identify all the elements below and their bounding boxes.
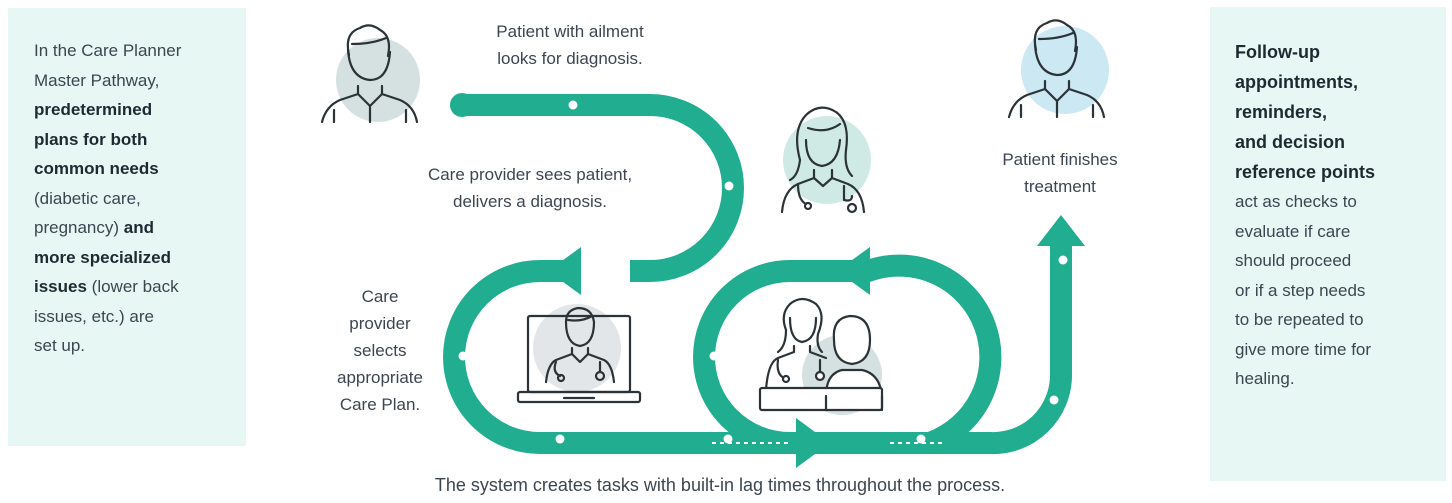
right-panel-line: should proceed: [1235, 251, 1352, 270]
caption-line: provider: [349, 314, 411, 333]
path-left-curve: [443, 260, 820, 454]
left-panel-line: Master Pathway,: [34, 66, 236, 96]
bold-text: and: [123, 218, 155, 237]
caption-line: Care provider sees patient,: [427, 165, 633, 184]
caption-provider-diagnosis: Care provider sees patient, delivers a d…: [380, 161, 680, 215]
caption-line: appropriate: [336, 368, 423, 387]
telehealth-laptop-icon: [516, 306, 642, 404]
right-panel-bold-line: Follow-up: [1235, 42, 1320, 62]
doctor-icon: [780, 106, 866, 214]
path-bottom-right: [820, 246, 1073, 455]
caption-system-tasks: The system creates tasks with built-in l…: [330, 472, 1110, 499]
left-panel-line: (diabetic care,: [34, 184, 236, 214]
body-text: pregnancy): [34, 218, 124, 237]
left-panel-line: common needs: [34, 154, 236, 184]
left-panel-line: issues (lower back: [34, 272, 236, 302]
arrow-left-1: [548, 247, 581, 295]
left-panel-line: pregnancy) and: [34, 213, 236, 243]
body-text: In the Care Planner: [34, 41, 182, 60]
arrow-up: [1037, 215, 1085, 246]
left-panel-line: In the Care Planner: [34, 36, 236, 66]
person-icon: [1007, 19, 1106, 119]
body-text: Master Pathway,: [34, 70, 160, 90]
person-icon: [320, 24, 419, 124]
body-text: issues, etc.) are: [34, 306, 154, 326]
right-panel-bold-line: reminders,: [1235, 102, 1328, 122]
path-dots: [458, 100, 1068, 444]
left-panel-line: plans for both: [34, 125, 236, 155]
caption-line: The system creates tasks with built-in l…: [434, 475, 1006, 495]
right-panel-line: or if a step needs: [1235, 280, 1366, 300]
caption-line: Patient finishes: [1002, 150, 1118, 169]
right-panel-line: healing.: [1235, 369, 1295, 388]
bold-text: issues: [34, 277, 87, 296]
arrow-right-bottom: [796, 418, 830, 468]
bold-text: predetermined: [34, 100, 153, 119]
path-start-node: [450, 93, 474, 117]
patient-start-circle: [336, 38, 420, 122]
bold-text: common needs: [34, 159, 159, 178]
left-panel-line: more specialized: [34, 243, 236, 273]
right-panel-line: give more time for: [1235, 339, 1372, 359]
right-panel-line: evaluate if care: [1235, 221, 1351, 241]
right-panel-bold-line: appointments,: [1235, 72, 1359, 92]
bold-text: plans for both: [34, 129, 148, 149]
bold-text: more specialized: [34, 247, 172, 267]
caption-patient-finish: Patient finishes treatment: [960, 146, 1160, 200]
caption-line: treatment: [1024, 177, 1096, 196]
right-panel-line: act as checks to: [1235, 192, 1357, 211]
body-text: set up.: [34, 336, 86, 355]
right-panel-bold-line: reference points: [1235, 162, 1376, 182]
body-text: (diabetic care,: [34, 188, 141, 208]
left-panel-line: issues, etc.) are: [34, 302, 236, 332]
caption-line: delivers a diagnosis.: [452, 192, 608, 211]
caption-patient-start: Patient with ailment looks for diagnosis…: [420, 18, 720, 72]
arrow-left-2: [837, 247, 870, 295]
caption-line: Patient with ailment: [496, 22, 644, 41]
patient-finish-circle: [1021, 26, 1109, 114]
left-panel-line: set up.: [34, 331, 236, 361]
path-top-curve: [462, 94, 744, 282]
right-info-panel: Follow-up appointments, reminders, and deci…: [1210, 7, 1446, 481]
caption-line: selects: [353, 341, 407, 360]
caption-care-plan: Care provider selects appropriate Care P…: [305, 283, 455, 418]
right-panel-bold-line: and decision: [1235, 132, 1346, 152]
caption-line: Care: [361, 287, 399, 306]
right-panel-line: to be repeated to: [1235, 310, 1364, 329]
doctor-patient-visit-icon: [758, 297, 884, 412]
caption-line: looks for diagnosis.: [497, 49, 643, 68]
body-text: (lower back: [86, 277, 179, 296]
left-panel-line: predetermined: [34, 95, 236, 125]
caption-line: Care Plan.: [339, 395, 421, 414]
